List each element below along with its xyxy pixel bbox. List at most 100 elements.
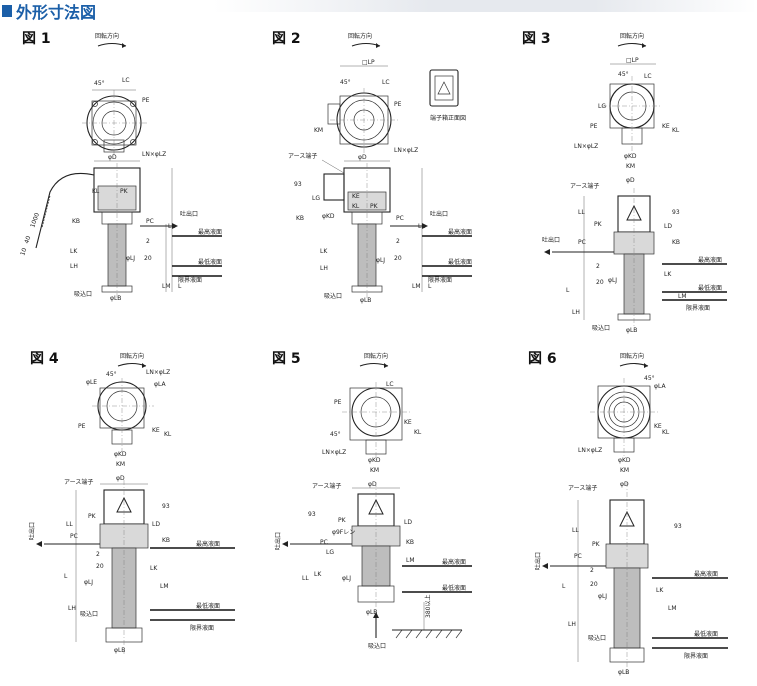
kb-label: KB: [296, 215, 304, 222]
phi-d-label: φD: [116, 475, 125, 482]
outlet-arrow-icon: [36, 541, 42, 547]
outlet-label: 吐出口: [180, 210, 198, 218]
max-level-label: 最高液面: [694, 570, 718, 578]
lh-label: LH: [568, 621, 576, 628]
earth-label: アース端子: [312, 482, 341, 490]
num-93-label: 93: [672, 209, 680, 216]
max-level-label: 最高液面: [198, 228, 222, 236]
pe-label: PE: [334, 399, 342, 406]
earth-label: アース端子: [570, 182, 599, 190]
lm-label: LM: [678, 293, 687, 300]
lh-label: LH: [320, 265, 328, 272]
lp-label: □LP: [362, 59, 375, 66]
outlet-label: 吐出口: [534, 552, 542, 570]
kb-label: KB: [406, 539, 414, 546]
inlet-label: 吸込口: [368, 642, 386, 650]
ke-label: KE: [352, 193, 360, 200]
l-label: L: [566, 287, 570, 294]
lk-label: LK: [150, 565, 158, 572]
phi-lb-label: φLB: [114, 647, 125, 654]
rotation-label: 回転方向: [120, 352, 144, 360]
kl-label: KL: [164, 431, 172, 438]
pipe-9f-label: φ9Fレン: [332, 529, 355, 536]
min-level-label: 最低液面: [196, 602, 220, 610]
lh-label: LH: [572, 309, 580, 316]
rotation-arrow-icon: [359, 362, 389, 367]
ke-label: KE: [662, 123, 670, 130]
phi-kd-label: φKD: [114, 451, 127, 458]
kl-label: KL: [92, 188, 100, 195]
lg-label: LG: [312, 195, 320, 202]
ke-label: KE: [654, 423, 662, 430]
figure-3: 図 3 回転方向 □LP 45° LC LG PE KE KL LN×φLZ φ…: [522, 28, 757, 358]
ld-label: LD: [664, 223, 672, 230]
num-93-label: 93: [308, 511, 316, 518]
num-93-label: 93: [162, 503, 170, 510]
num-2-label: 2: [396, 238, 400, 245]
figure-5-label: 図 5: [272, 351, 301, 367]
figure-6-drawing: 回転方向 45° φLA KE KL LN×φLZ φKD KM φD アース端…: [534, 352, 728, 676]
lnlz-label: LN×φLZ: [394, 147, 418, 154]
phi-la-label: φLA: [654, 383, 666, 390]
max-level-label: 最高液面: [698, 256, 722, 264]
drawing-line: [92, 139, 98, 145]
pk-label: PK: [120, 188, 129, 195]
limit-level-label: 限界液面: [178, 276, 202, 284]
outlet-label: 吐出口: [430, 210, 448, 218]
rotation-arrow-icon: [97, 42, 127, 47]
angle-label: 45°: [106, 371, 117, 378]
phi-lb-label: φLB: [626, 327, 637, 334]
kl-label: KL: [414, 429, 422, 436]
l-label: L: [178, 283, 182, 290]
drawing-line: [323, 173, 345, 201]
num-20-label: 20: [144, 255, 152, 262]
num-20-label: 20: [394, 255, 402, 262]
drawing-line: [41, 195, 51, 229]
earth-label: アース端子: [288, 152, 317, 160]
limit-level-label: 限界液面: [428, 276, 452, 284]
inlet-label: 吸込口: [74, 290, 92, 298]
drawing-line: [384, 363, 388, 368]
inlet-label: 吸込口: [80, 610, 98, 618]
phi-lj-label: φLJ: [84, 579, 93, 586]
phi-lb-label: φLB: [360, 297, 371, 304]
inlet-arrow-icon: [373, 612, 379, 618]
angle-label: 45°: [330, 431, 341, 438]
inlet-label: 吸込口: [324, 292, 342, 300]
drawing-line: [321, 159, 345, 174]
lk-label: LK: [656, 587, 664, 594]
pc-label: PC: [146, 218, 154, 225]
limit-level-label: 限界液面: [684, 652, 708, 660]
pe-label: PE: [142, 97, 150, 104]
figure-2-label: 図 2: [272, 31, 301, 47]
lnlz-label: LN×φLZ: [578, 447, 602, 454]
phi-le-label: φLE: [86, 379, 97, 386]
figure-1-drawing: 回転方向 45° LC PE LN×φLZ φD KL PK KB PC LK …: [19, 32, 222, 302]
rotation-label: 回転方向: [348, 32, 372, 40]
drawing-line: [434, 75, 454, 101]
figure-3-label: 図 3: [522, 31, 551, 47]
pc-label: PC: [396, 215, 404, 222]
drawing-line: [142, 363, 146, 368]
min-level-label: 最低液面: [448, 258, 472, 266]
ll-label: LL: [302, 575, 309, 582]
figure-5: 図 5 回転方向 LC PE 45° KE KL LN×φLZ φKD KM φ…: [272, 348, 522, 678]
phi-kd-label: φKD: [322, 213, 335, 220]
phi-lj-label: φLJ: [598, 593, 607, 600]
phi-kd-label: φKD: [624, 153, 637, 160]
lh-label: LH: [68, 605, 76, 612]
phi-lj-label: φLJ: [126, 255, 135, 262]
km-label: KM: [314, 127, 323, 134]
min-level-label: 最低液面: [698, 284, 722, 292]
drawing-line: [103, 139, 125, 153]
num-20-label: 20: [596, 279, 604, 286]
pc-label: PC: [578, 239, 586, 246]
num-2-label: 2: [96, 551, 100, 558]
lnlz-label: LN×φLZ: [146, 369, 170, 376]
figure-4-label: 図 4: [30, 351, 59, 367]
pc-label: PC: [70, 533, 78, 540]
phi-lb-label: φLB: [110, 295, 121, 302]
phi-lj-label: φLJ: [342, 575, 351, 582]
lc-label: LC: [382, 79, 390, 86]
cable-40-label: 40: [23, 235, 32, 245]
